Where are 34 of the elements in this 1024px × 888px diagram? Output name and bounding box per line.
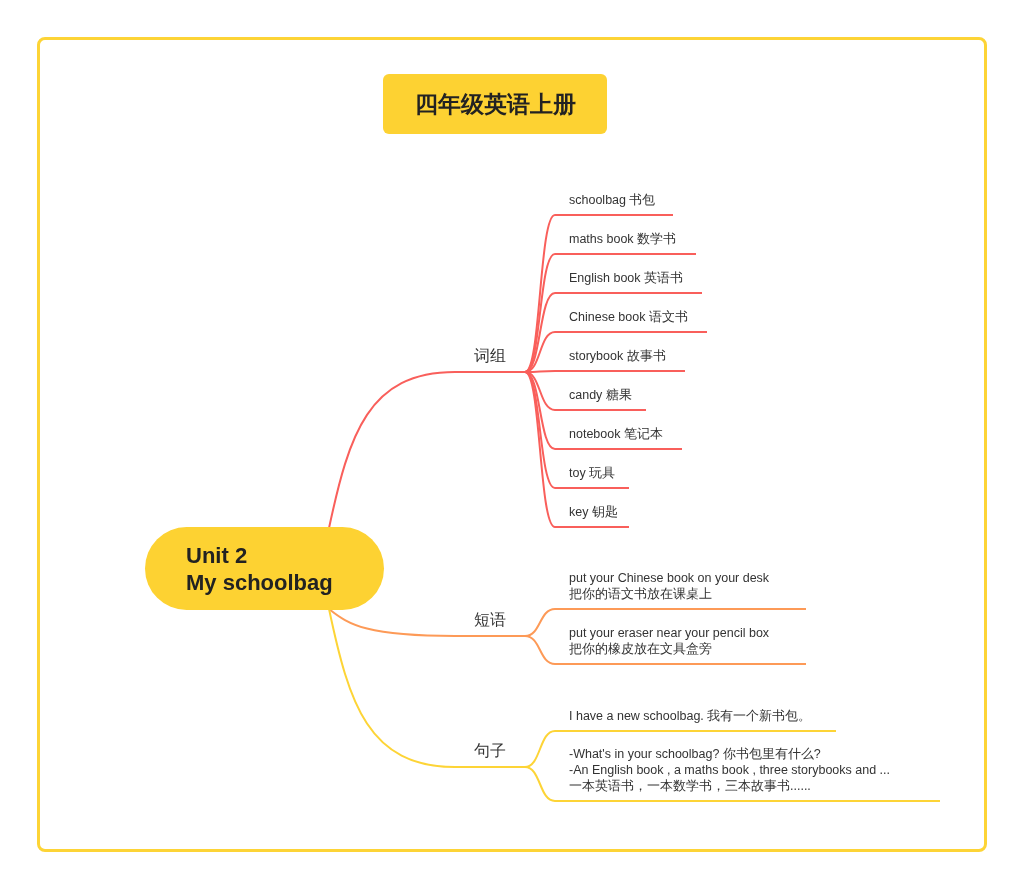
topic-text: My schoolbag bbox=[186, 568, 334, 596]
topic-text: 句子 bbox=[474, 741, 506, 761]
subtopic-text: maths book 数学书 bbox=[569, 231, 678, 247]
title-banner: 四年级英语上册 bbox=[383, 74, 607, 134]
branch-line bbox=[328, 371, 456, 529]
subtopic-text: Chinese book 语文书 bbox=[569, 309, 689, 325]
branch-line bbox=[524, 371, 556, 528]
subtopic-text: schoolbag 书包 bbox=[569, 192, 657, 208]
branch-line bbox=[524, 253, 556, 373]
subtopic-text: storybook 故事书 bbox=[569, 348, 667, 364]
subtopic-text: notebook 笔记本 bbox=[569, 426, 664, 442]
branch-line bbox=[328, 608, 456, 768]
branch-line bbox=[524, 214, 556, 373]
branch-line bbox=[328, 608, 456, 637]
subtopic-text: 把你的语文书放在课桌上 bbox=[569, 586, 713, 602]
subtopic-text: 把你的橡皮放在文具盒旁 bbox=[569, 641, 713, 657]
branch-line bbox=[524, 766, 556, 802]
subtopic-text: -An English book , a maths book , three storybooks and ... bbox=[569, 762, 891, 778]
subtopic-text: I have a new schoolbag. 我有一个新书包。 bbox=[569, 708, 813, 724]
branch-line bbox=[524, 371, 556, 411]
topic-text: 词组 bbox=[474, 346, 506, 366]
subtopic-text: -What's in your schoolbag? 你书包里有什么? bbox=[569, 746, 822, 762]
branch-line bbox=[524, 635, 556, 665]
subtopic-text: key 钥匙 bbox=[569, 504, 619, 520]
subtopic-text: 一本英语书，一本数学书，三本故事书...... bbox=[569, 778, 812, 794]
subtopic-text: put your Chinese book on your desk bbox=[569, 570, 771, 586]
topic-text: 短语 bbox=[474, 610, 506, 630]
subtopic-text: English book 英语书 bbox=[569, 270, 685, 286]
topic-text: Unit 2 bbox=[186, 541, 249, 569]
subtopic-text: candy 糖果 bbox=[569, 387, 633, 403]
branch-line bbox=[524, 292, 556, 373]
subtopic bbox=[555, 744, 940, 802]
subtopic-text: toy 玩具 bbox=[569, 465, 617, 481]
subtopic-text: put your eraser near your pencil box bbox=[569, 625, 771, 641]
